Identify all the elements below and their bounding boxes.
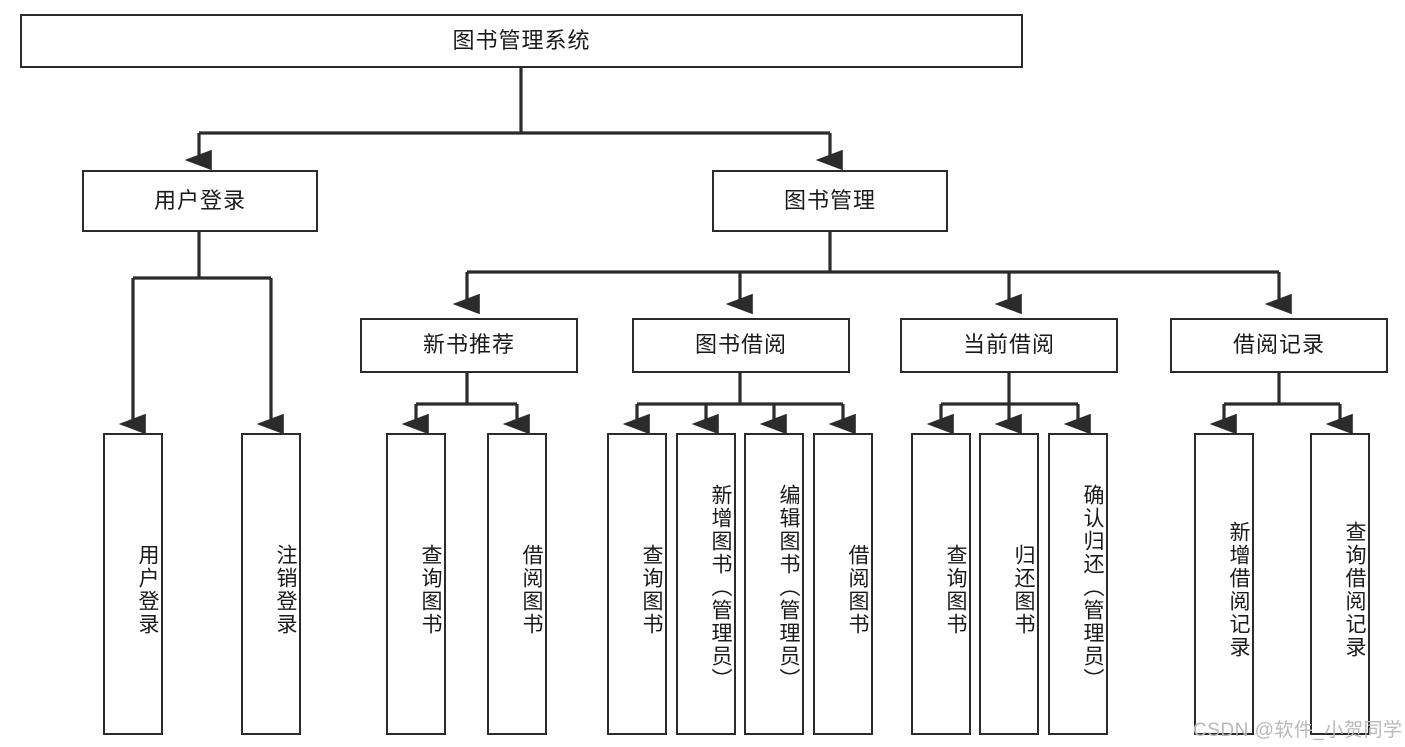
leaf-borrow-add-book-admin[interactable]: 新增图书（管理员） xyxy=(676,433,736,735)
node-current-borrow[interactable]: 当前借阅 xyxy=(900,318,1118,373)
node-user-login[interactable]: 用户登录 xyxy=(82,170,318,232)
node-new-book-recommend[interactable]: 新书推荐 xyxy=(360,318,578,373)
leaf-current-return-book[interactable]: 归还图书 xyxy=(979,433,1039,735)
leaf-recommend-query-book[interactable]: 查询图书 xyxy=(386,433,446,735)
leaf-user-login-logout[interactable]: 注销登录 xyxy=(241,433,301,735)
node-root-system[interactable]: 图书管理系统 xyxy=(20,14,1023,68)
leaf-user-login-login[interactable]: 用户登录 xyxy=(103,433,163,735)
leaf-borrow-query-book[interactable]: 查询图书 xyxy=(607,433,667,735)
node-book-borrow[interactable]: 图书借阅 xyxy=(632,318,850,373)
node-book-management[interactable]: 图书管理 xyxy=(712,170,948,232)
leaf-current-query-book[interactable]: 查询图书 xyxy=(911,433,971,735)
leaf-record-add-record[interactable]: 新增借阅记录 xyxy=(1194,433,1254,735)
leaf-recommend-borrow-book[interactable]: 借阅图书 xyxy=(487,433,547,735)
leaf-borrow-edit-book-admin[interactable]: 编辑图书（管理员） xyxy=(744,433,804,735)
node-borrow-record[interactable]: 借阅记录 xyxy=(1170,318,1388,373)
leaf-current-confirm-return-admin[interactable]: 确认归还（管理员） xyxy=(1048,433,1108,735)
csdn-watermark: CSDN @软件_小贺同学 xyxy=(1193,720,1403,741)
leaf-borrow-borrow-book[interactable]: 借阅图书 xyxy=(813,433,873,735)
leaf-record-query-record[interactable]: 查询借阅记录 xyxy=(1310,433,1370,735)
